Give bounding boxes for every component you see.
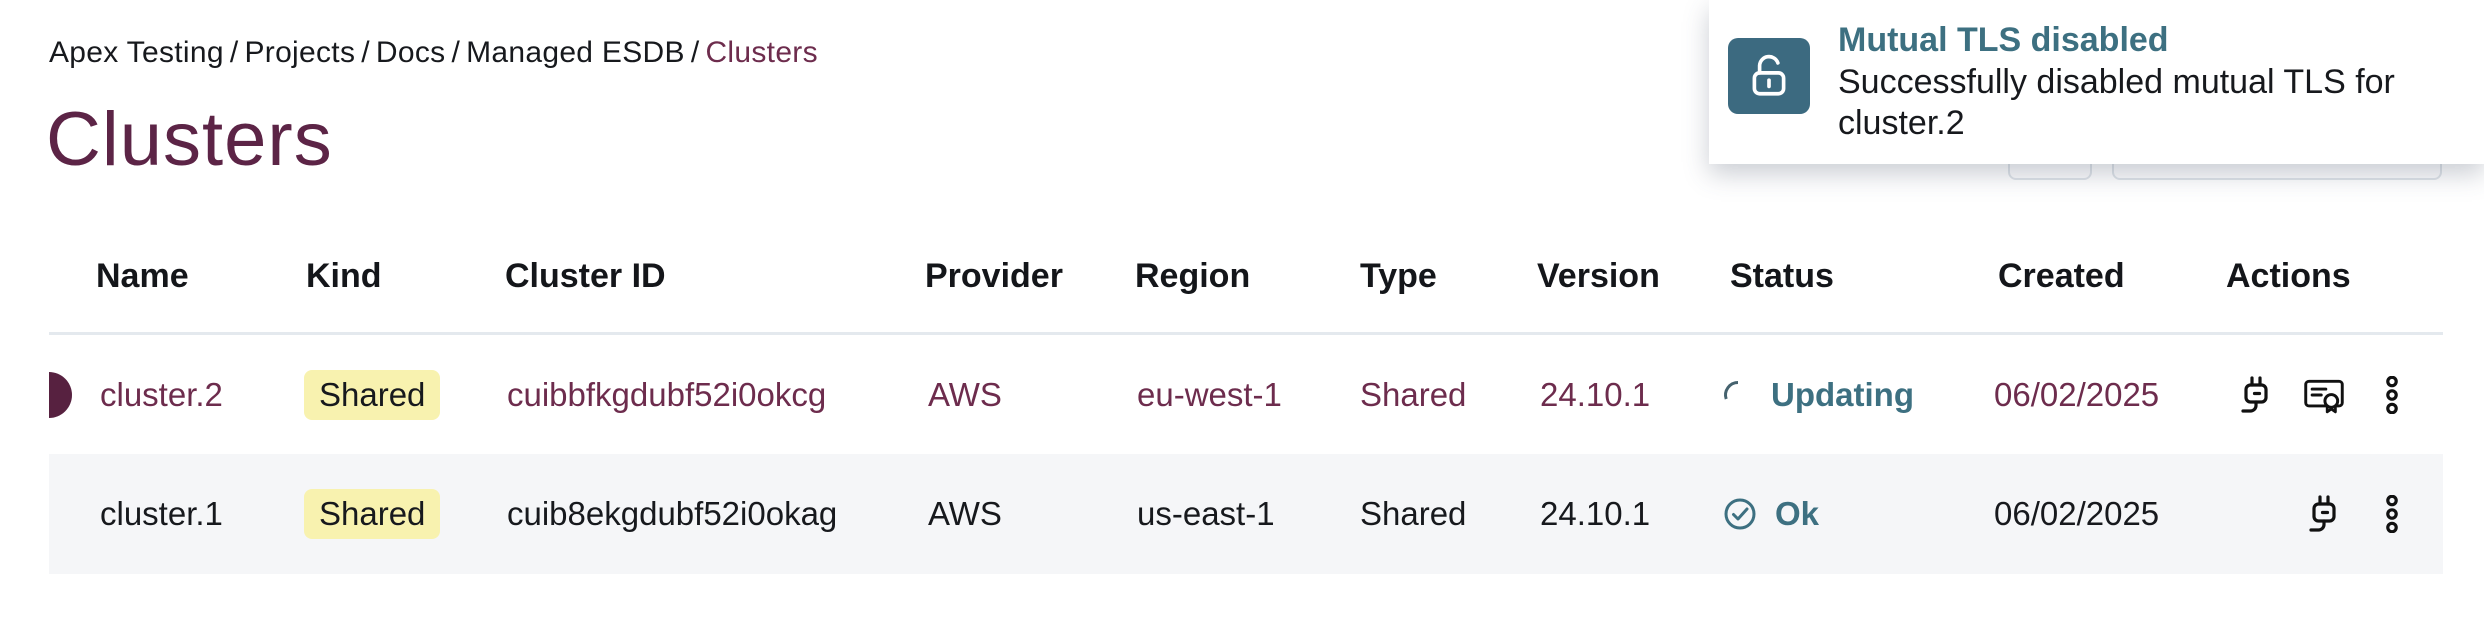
region-value: eu-west-1 bbox=[1137, 375, 1282, 413]
toast-message: Successfully disabled mutual TLS for clu… bbox=[1838, 63, 2395, 142]
column-header-name: Name bbox=[96, 257, 189, 295]
provider-value: AWS bbox=[928, 375, 1002, 413]
region-value: us-east-1 bbox=[1137, 495, 1275, 532]
unlock-icon bbox=[1746, 52, 1792, 100]
toast-icon-tile bbox=[1728, 38, 1810, 114]
column-header-version: Version bbox=[1537, 257, 1660, 295]
column-header-kind: Kind bbox=[306, 257, 382, 295]
kind-badge: Shared bbox=[304, 489, 441, 539]
version-value: 24.10.1 bbox=[1540, 495, 1651, 532]
kebab-menu-icon[interactable] bbox=[2371, 493, 2413, 535]
breadcrumb-separator: / bbox=[361, 36, 370, 69]
column-header-actions: Actions bbox=[2226, 257, 2351, 295]
check-circle-icon bbox=[1722, 496, 1758, 532]
cluster-id-value: cuibbfkgdubf52i0okcg bbox=[507, 375, 827, 413]
breadcrumb-item-projects[interactable]: Projects bbox=[244, 36, 356, 69]
spinner-icon bbox=[1722, 379, 1754, 411]
kebab-menu-icon[interactable] bbox=[2371, 374, 2413, 416]
status-text: Updating bbox=[1771, 375, 1914, 413]
column-header-type: Type bbox=[1360, 257, 1437, 295]
type-value: Shared bbox=[1360, 495, 1467, 532]
breadcrumb: Apex Testing/Projects/Docs/Managed ESDB/… bbox=[49, 36, 818, 70]
provider-value: AWS bbox=[928, 495, 1002, 532]
row-actions bbox=[2235, 374, 2413, 416]
breadcrumb-item-docs[interactable]: Docs bbox=[375, 36, 446, 69]
version-value: 24.10.1 bbox=[1540, 375, 1651, 413]
cluster-name-link[interactable]: cluster.1 bbox=[100, 495, 223, 532]
type-value: Shared bbox=[1360, 375, 1467, 413]
connect-plug-icon[interactable] bbox=[2303, 493, 2345, 535]
breadcrumb-separator: / bbox=[690, 36, 700, 69]
breadcrumb-separator: / bbox=[229, 36, 239, 69]
cluster-name-link[interactable]: cluster.2 bbox=[100, 375, 223, 413]
breadcrumb-item-apex-testing[interactable]: Apex Testing bbox=[49, 36, 224, 69]
status-badge: Ok bbox=[1722, 495, 1819, 533]
toast-title: Mutual TLS disabled bbox=[1838, 21, 2169, 59]
column-header-region: Region bbox=[1135, 257, 1251, 295]
table-row[interactable]: cluster.1 Shared cuib8ekgdubf52i0okag AW… bbox=[49, 454, 2443, 574]
breadcrumb-separator: / bbox=[451, 36, 461, 69]
status-text: Ok bbox=[1775, 495, 1820, 532]
certificate-icon[interactable] bbox=[2303, 374, 2345, 416]
connect-plug-icon[interactable] bbox=[2235, 374, 2277, 416]
breadcrumb-item-managed-esdb[interactable]: Managed ESDB bbox=[466, 36, 685, 69]
selected-row-indicator bbox=[49, 371, 72, 418]
breadcrumb-item-clusters: Clusters bbox=[705, 36, 818, 69]
kind-badge: Shared bbox=[304, 369, 441, 420]
column-header-cluster-id: Cluster ID bbox=[505, 257, 666, 295]
status-badge: Updating bbox=[1722, 376, 1914, 414]
column-header-created: Created bbox=[1998, 257, 2125, 295]
table-row[interactable]: cluster.2 Shared cuibbfkgdubf52i0okcg AW… bbox=[49, 335, 2443, 454]
cluster-id-value: cuib8ekgdubf52i0okag bbox=[507, 495, 838, 532]
created-date: 06/02/2025 bbox=[1994, 375, 2160, 413]
page-title: Clusters bbox=[46, 97, 333, 182]
toast-notification: Mutual TLS disabled Successfully disable… bbox=[1709, 0, 2484, 164]
row-actions bbox=[2303, 493, 2413, 535]
created-date: 06/02/2025 bbox=[1994, 495, 2160, 532]
clusters-table: Name Kind Cluster ID Provider Region Typ… bbox=[49, 244, 2443, 574]
table-header-row: Name Kind Cluster ID Provider Region Typ… bbox=[49, 244, 2443, 335]
column-header-provider: Provider bbox=[925, 257, 1063, 295]
column-header-status: Status bbox=[1730, 257, 1834, 295]
